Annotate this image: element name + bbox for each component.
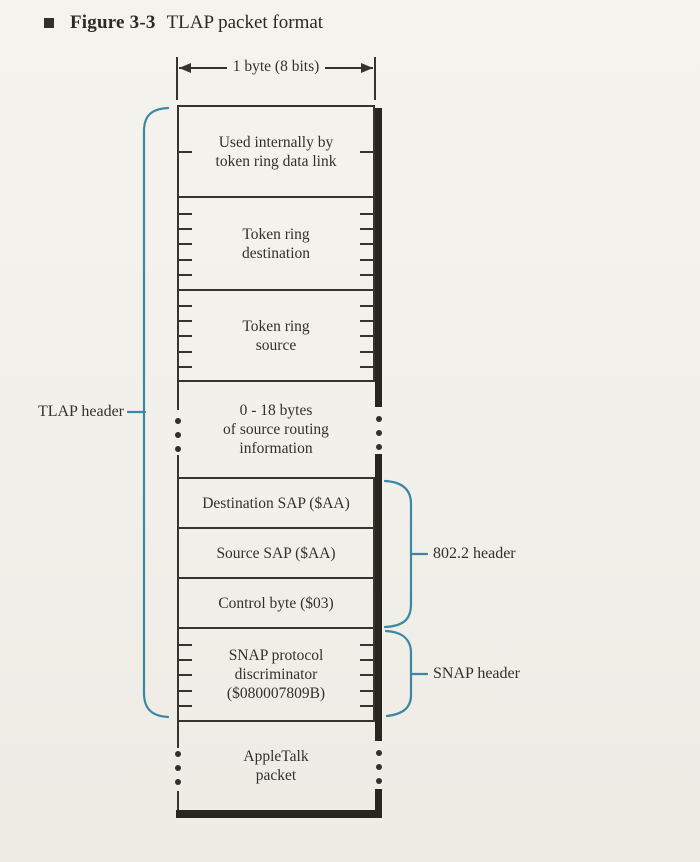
- byte-tick: [179, 705, 192, 707]
- byte-tick: [179, 274, 192, 276]
- byte-tick: [360, 366, 373, 368]
- ellipsis-dot: [376, 764, 382, 770]
- byte-tick: [179, 305, 192, 307]
- snap-header-label: SNAP header: [433, 665, 520, 682]
- byte-tick: [360, 259, 373, 261]
- drop-shadow-bottom: [176, 810, 382, 818]
- byte-tick: [360, 274, 373, 276]
- row-label: Source SAP ($AA): [216, 544, 336, 562]
- edge-segment: [177, 382, 179, 410]
- scale-tick-right: [374, 57, 376, 100]
- figure-number: Figure 3-3: [70, 12, 156, 33]
- packet-row-snap: SNAP protocol discriminator ($080007809B…: [177, 627, 375, 720]
- packet-row-destination: Token ring destination: [177, 196, 375, 289]
- figure-title: Figure 3-3 TLAP packet format: [44, 12, 323, 34]
- byte-tick: [179, 659, 192, 661]
- scale-tick-left: [176, 57, 178, 100]
- byte-tick: [360, 644, 373, 646]
- ellipsis-dot: [175, 432, 181, 438]
- byte-tick: [179, 259, 192, 261]
- snap-header-brace: [384, 629, 429, 718]
- row-label: AppleTalk packet: [243, 748, 309, 784]
- ellipsis-dot: [175, 779, 181, 785]
- byte-tick: [360, 320, 373, 322]
- ellipsis-dot: [175, 751, 181, 757]
- byte-tick: [360, 659, 373, 661]
- packet-diagram: Used internally by token ring data link …: [175, 105, 375, 813]
- packet-row-internal: Used internally by token ring data link: [177, 105, 375, 196]
- packet-row-source: Token ring source: [177, 289, 375, 380]
- ellipsis-dot: [376, 778, 382, 784]
- ellipsis-dot: [376, 416, 382, 422]
- ellipsis-dot: [376, 444, 382, 450]
- row-label: 0 - 18 bytes of source routing informati…: [223, 402, 329, 457]
- byte-tick: [179, 228, 192, 230]
- edge-segment: [177, 722, 179, 748]
- ellipsis-dot: [376, 750, 382, 756]
- byte-tick: [360, 305, 373, 307]
- ieee8022-header-label: 802.2 header: [433, 545, 516, 562]
- row-label: Control byte ($03): [218, 594, 334, 612]
- figure-caption: TLAP packet format: [166, 12, 324, 33]
- row-label: SNAP protocol discriminator ($080007809B…: [226, 647, 326, 702]
- arrowhead-right-icon: [361, 63, 373, 73]
- byte-scale-label: 1 byte (8 bits): [186, 58, 366, 76]
- packet-row-ssap: Source SAP ($AA): [177, 527, 375, 577]
- byte-tick: [179, 151, 192, 153]
- tlap-header-brace: [126, 106, 170, 719]
- byte-tick: [360, 674, 373, 676]
- drop-shadow-right: [375, 789, 382, 818]
- row-label: Destination SAP ($AA): [202, 494, 350, 512]
- square-bullet-icon: [44, 18, 54, 28]
- edge-segment: [177, 791, 179, 813]
- packet-row-routing: 0 - 18 bytes of source routing informati…: [175, 380, 375, 477]
- byte-tick: [179, 366, 192, 368]
- edge-segment: [177, 455, 179, 477]
- byte-tick: [179, 690, 192, 692]
- byte-tick: [360, 213, 373, 215]
- byte-tick: [179, 644, 192, 646]
- byte-tick: [360, 151, 373, 153]
- tlap-header-label: TLAP header: [37, 403, 124, 420]
- byte-tick: [360, 243, 373, 245]
- byte-tick: [360, 335, 373, 337]
- byte-tick: [179, 335, 192, 337]
- drop-shadow-right: [375, 454, 382, 741]
- drop-shadow-right: [375, 108, 382, 407]
- row-label: Token ring destination: [241, 225, 311, 262]
- byte-tick: [360, 228, 373, 230]
- byte-tick: [179, 674, 192, 676]
- ellipsis-dot: [175, 765, 181, 771]
- packet-row-appletalk: AppleTalk packet: [175, 720, 375, 813]
- byte-tick: [360, 705, 373, 707]
- ellipsis-dot: [376, 430, 382, 436]
- byte-tick: [360, 351, 373, 353]
- byte-tick: [179, 213, 192, 215]
- packet-row-control: Control byte ($03): [177, 577, 375, 627]
- byte-tick: [179, 320, 192, 322]
- ellipsis-dot: [175, 418, 181, 424]
- row-label: Token ring source: [242, 317, 310, 354]
- arrowhead-left-icon: [179, 63, 191, 73]
- byte-tick: [360, 690, 373, 692]
- row-label: Used internally by token ring data link: [215, 133, 337, 170]
- byte-tick: [179, 351, 192, 353]
- ieee8022-header-brace: [383, 479, 429, 629]
- byte-tick: [179, 243, 192, 245]
- packet-row-dsap: Destination SAP ($AA): [177, 477, 375, 527]
- ellipsis-dot: [175, 446, 181, 452]
